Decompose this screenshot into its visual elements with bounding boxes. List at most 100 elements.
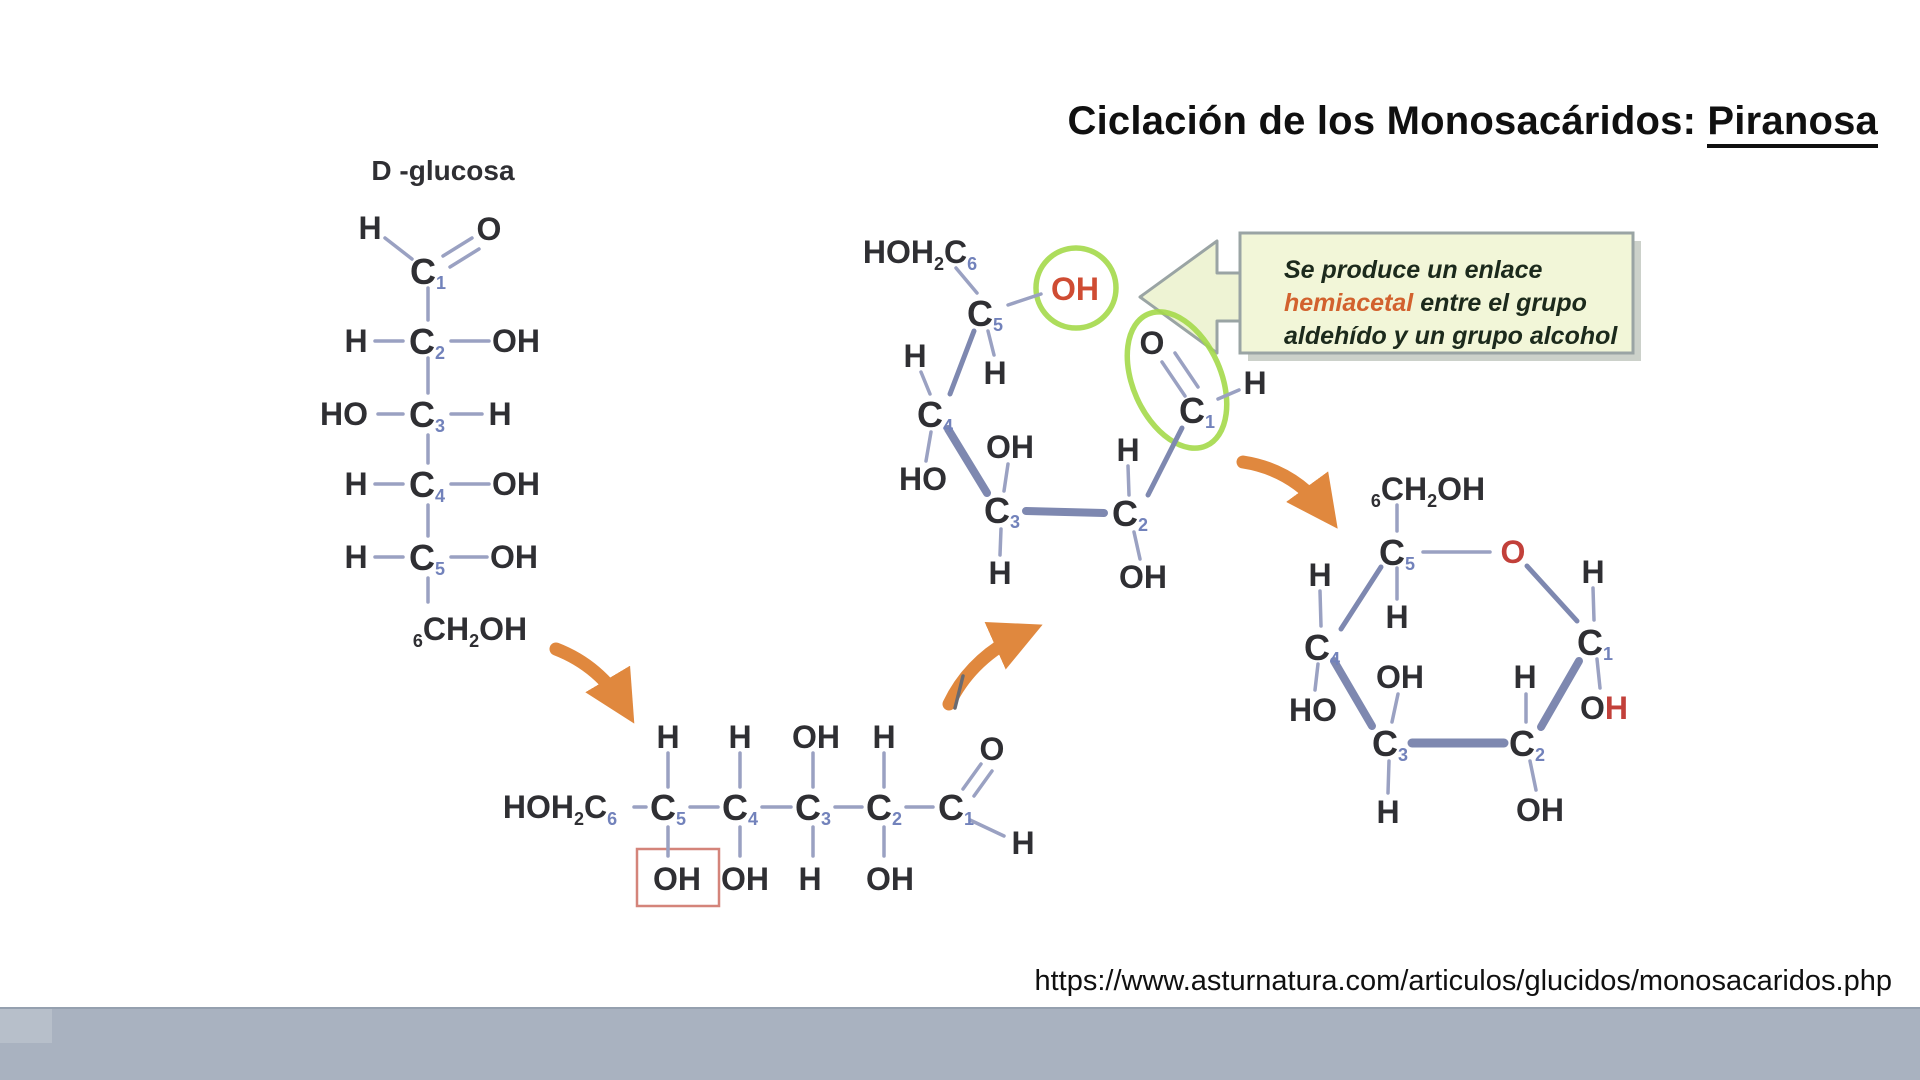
atom-subscript: 5 [435, 559, 445, 579]
bond [1006, 292, 1043, 307]
atom-symbol: CH [1381, 471, 1427, 507]
callout-box [1238, 231, 1635, 355]
atom-ho: HO [320, 396, 368, 432]
atom-symbol: H [988, 555, 1011, 591]
atom-c3: C3 [409, 394, 445, 437]
atom-subscript: 2 [574, 809, 584, 829]
atom-h: H [728, 719, 751, 755]
atom-ho: HO [1289, 692, 1337, 728]
atom-symbol: HO [320, 396, 368, 432]
callout-highlight: hemiacetal [1284, 289, 1414, 317]
atom-symbol: O [1140, 325, 1165, 361]
atom-c4: C4 [1304, 627, 1340, 670]
atom-symbol: C [1509, 723, 1535, 764]
atom-symbol: H [656, 719, 679, 755]
atom-symbol: OH [492, 323, 540, 359]
atom-oh: OH [492, 466, 540, 502]
atom-subscript: 2 [1535, 745, 1545, 765]
atom-symbol: H [1513, 659, 1536, 695]
atom-subscript: 1 [964, 809, 974, 829]
atom-symbol: C [795, 787, 821, 828]
atom-subscript: 4 [1330, 649, 1340, 669]
bond [972, 769, 994, 798]
atom-symbol: H [344, 323, 367, 359]
atom-subscript: 3 [435, 416, 445, 436]
bond [1216, 388, 1241, 401]
atom-symbol: H [728, 719, 751, 755]
bond [998, 527, 1003, 557]
atom-subscript: 3 [1010, 512, 1020, 532]
bond [919, 370, 932, 396]
atom-h: H [358, 210, 381, 246]
atom-symbol: C [944, 234, 967, 270]
bond [1173, 351, 1200, 389]
bond [1160, 360, 1187, 398]
atom-hoh2c6: HOH2C6 [503, 789, 617, 829]
atom-symbol: C [584, 789, 607, 825]
bond [1330, 657, 1376, 730]
atom-h: H [1011, 825, 1034, 861]
atom-symbol: C [1304, 627, 1330, 668]
arrow-tail-tick [953, 674, 965, 710]
atom-symbol: O [980, 731, 1005, 767]
bond [1002, 462, 1010, 493]
atom-symbol: C [984, 490, 1010, 531]
atom-symbol: H [1385, 599, 1408, 635]
atom-symbol: OH [1119, 559, 1167, 595]
atom-symbol: HOH [863, 234, 934, 270]
atom-symbol: C [650, 787, 676, 828]
page-title: Ciclación de los Monosacáridos: Piranosa [1067, 99, 1878, 148]
bond [986, 329, 996, 357]
atom-symbol: H [358, 210, 381, 246]
source-url: https://www.asturnatura.com/articulos/gl… [1034, 965, 1892, 997]
atom-symbol: H [1581, 554, 1604, 590]
atom-ho: HO [899, 461, 947, 497]
atom-symbol: H [488, 396, 511, 432]
atom-subscript: 6 [1371, 491, 1381, 511]
atom-d-glucosa: D -glucosa [371, 155, 515, 186]
atom-h: H [798, 861, 821, 897]
atom-symbol: H [798, 861, 821, 897]
atom-c2: C2 [1112, 493, 1148, 536]
atom-o: O [1501, 534, 1526, 570]
atom-symbol: OH [1051, 271, 1099, 307]
atom-symbol: CH [423, 611, 469, 647]
bond [1338, 564, 1384, 632]
atom-c3: C3 [1372, 723, 1408, 766]
atom-symbol: OH [490, 539, 538, 575]
atom-symbol: C [1577, 622, 1603, 663]
footer-bar-accent [0, 1009, 52, 1043]
atom-c1: C1 [410, 251, 446, 294]
atom-symbol: HO [899, 461, 947, 497]
atom-symbol: C [409, 537, 435, 578]
page-title-text: Ciclación de los Monosacáridos: [1067, 99, 1708, 143]
atom-subscript: 2 [892, 809, 902, 829]
callout-line-3: aldehído y un grupo alcohol [1284, 322, 1618, 350]
atom-o: O [1140, 325, 1165, 361]
atom-o: O [477, 211, 502, 247]
atom-c2: C2 [1509, 723, 1545, 766]
atom-c4: C4 [409, 464, 445, 507]
atom-subscript: 2 [469, 631, 479, 651]
bond [968, 818, 1006, 838]
arrow-intermediate-to-ring [1236, 455, 1338, 529]
atom-c5: C5 [409, 537, 445, 580]
bond [944, 425, 991, 497]
atom-h: H [988, 555, 1011, 591]
bond [448, 247, 481, 269]
atom-symbol: C [866, 787, 892, 828]
atom-subscript: 3 [1398, 745, 1408, 765]
atom-subscript: 1 [436, 273, 446, 293]
bond [924, 430, 933, 463]
atom-c1: C1 [938, 787, 974, 830]
atom-oh: OH [490, 539, 538, 575]
atom-symbol: OH [653, 861, 701, 897]
atom-symbol: C [1379, 532, 1405, 573]
atom-symbol: H [1376, 794, 1399, 830]
bond [1524, 563, 1580, 624]
atom-c1: C1 [1179, 390, 1215, 433]
atom-o: O [980, 731, 1005, 767]
atom-c1: C1 [1577, 622, 1613, 665]
